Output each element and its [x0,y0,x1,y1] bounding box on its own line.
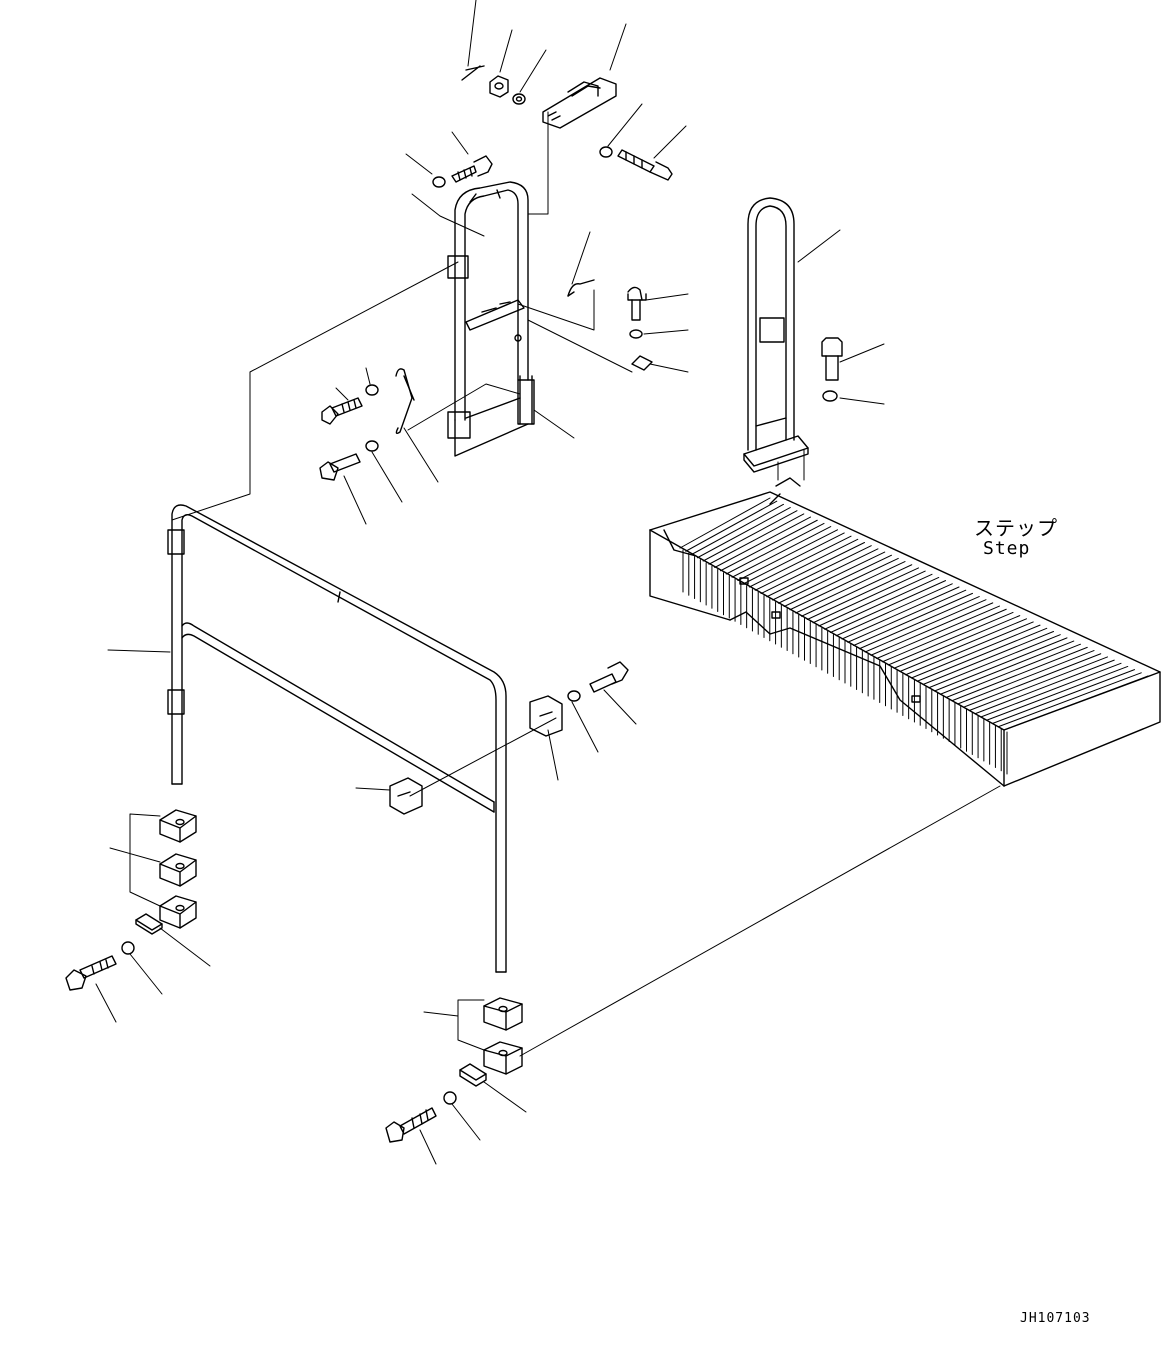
left-washer-part [122,942,134,954]
main-side-rail [168,505,506,972]
grating-slat [842,587,959,639]
grating-slat [767,546,871,597]
center-bottom-washer-part [444,1092,456,1104]
center-bolt-upper-part [322,398,362,424]
top-pin-part [462,66,484,80]
grating-slat [935,638,1067,691]
grating-slat [784,555,891,606]
grating-slat [992,670,1134,724]
grating-slat [744,533,845,584]
grating-slat [911,625,1040,678]
grating-slat [755,539,858,590]
connection-lines [130,112,1000,1056]
center-bolt-lower-part [320,454,360,480]
grating-slat [721,520,818,571]
grating-slat [836,584,952,636]
grating-slat [883,609,1007,662]
grating-slat [802,565,912,617]
top-washer-part [513,94,525,104]
grating-slat [865,600,986,652]
grating-slat [726,523,824,574]
grating-slat [796,562,905,613]
pivot-bolt-part [618,150,672,180]
upper-bolt-part [452,156,492,182]
grating-slat [917,628,1047,681]
grating-slat [998,673,1141,727]
grating-slat [952,647,1087,700]
grating-slat [697,508,790,558]
grating-slat [859,597,979,649]
drawing-code: JH107103 [1020,1311,1091,1326]
grating-slat [871,603,993,655]
grating-slat [877,606,1000,658]
grating-slat [969,657,1107,711]
grating-slat [807,568,918,620]
upper-washer-part [433,177,445,187]
top-nut-part [490,76,508,97]
right-rail-washer-part [568,691,580,701]
gate-handrail [448,182,534,456]
grating-slat [819,574,932,626]
block-stack-left [136,810,196,934]
grating-slat [1004,676,1148,730]
grating-slat [888,612,1013,665]
grating-slat [848,590,966,642]
grating-slat [946,644,1080,697]
grating-slat [686,501,777,551]
spring-clip-part [568,280,594,296]
leader-lines [96,0,884,1164]
grating-slat [987,666,1128,720]
pivot-washer-part [600,147,612,157]
grating-slat [906,622,1034,675]
grating-slat [923,632,1054,685]
grating-slat [929,635,1060,688]
grating-slat [715,517,811,567]
step-bolt-part [822,338,842,380]
block-stack-center [460,998,522,1086]
right-rail-bolt-part [590,662,628,692]
step-label-japanese: ステップ [974,516,1058,540]
grating-slat [894,616,1020,669]
grating-slat [940,641,1073,694]
right-lockwasher-part [632,356,652,370]
grating-slat [732,527,831,578]
grating-slat [854,593,973,645]
grating-slat [790,558,898,609]
latch-bracket-part [543,78,616,128]
grating-slat [900,619,1027,672]
grating-slat [975,660,1114,714]
grating-slat [964,654,1101,708]
grating-slat [680,498,770,548]
center-washer-upper-part [366,385,378,395]
grating-slat [825,577,939,629]
grating-slat [981,663,1121,717]
rail-clip-center-part [390,778,422,814]
center-bottom-bolt-part [386,1108,436,1142]
left-long-bolt-part [66,956,116,990]
grating-slat [778,552,884,603]
center-washer-lower-part [366,441,378,451]
grating-slat [749,536,851,587]
grating-slat [738,530,838,581]
right-washer-small-part [630,330,642,338]
grating-slat [692,504,784,554]
grating-slat [761,543,865,594]
step-handrail [744,198,808,472]
right-bolt-small-part [628,287,646,320]
grating-slat [958,651,1094,704]
grating-slat [830,581,945,633]
grating-slat [703,511,797,561]
step-label-english: Step [983,538,1031,559]
step-washer-part [823,391,837,401]
step-grating [650,478,1160,786]
grating-slat [709,514,804,564]
center-hook-part [396,369,414,433]
grating-slat [813,571,925,623]
rail-clip-right-part [530,696,562,736]
grating-slat [773,549,878,600]
